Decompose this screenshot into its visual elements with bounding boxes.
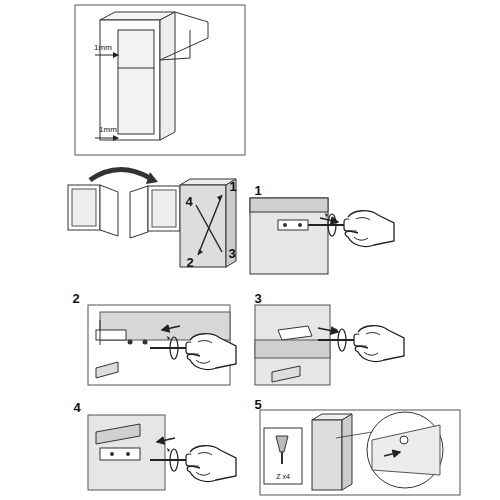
dimension: 1mm [94, 44, 112, 52]
corner-number: 2 [186, 256, 193, 269]
step-number: 5 [254, 398, 261, 411]
dimension: 1mm [99, 126, 117, 134]
corner-number: 4 [185, 195, 192, 208]
step-number: 1 [254, 184, 261, 197]
step-number: 3 [254, 292, 261, 305]
corner-number: 1 [229, 180, 236, 193]
corner-number: 3 [228, 247, 235, 260]
quantity-label: Z x4 [276, 473, 290, 480]
step-number: 2 [72, 292, 79, 305]
step-number: 4 [73, 401, 80, 414]
